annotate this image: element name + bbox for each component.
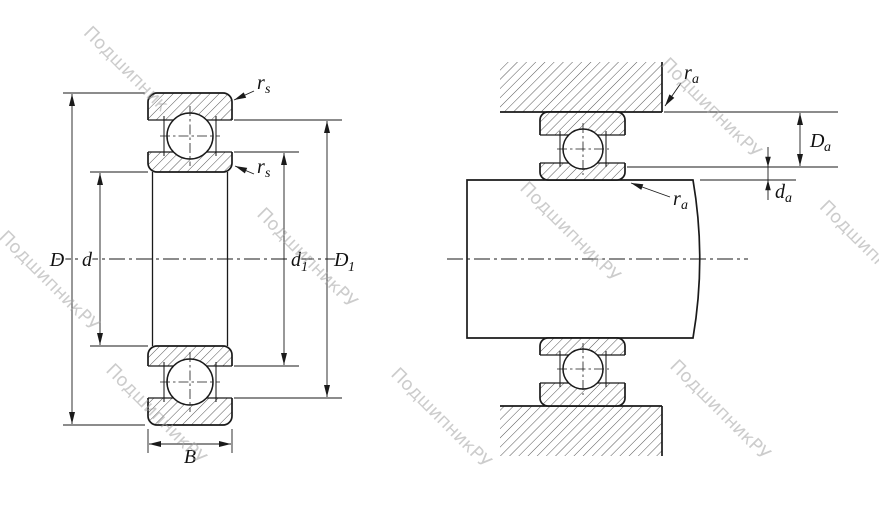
dim-d1: d 1 [234, 151, 309, 367]
dim-label-B: B [184, 446, 196, 468]
dim-label-ra-housing: r [684, 62, 692, 84]
dim-label-D1: D [333, 249, 349, 271]
dim-B: B [147, 429, 233, 470]
dim-label-ra-shaft-sub: a [681, 198, 688, 213]
leader-rs-outer: r s [233, 71, 272, 101]
dim-label-rs-inner: r [257, 156, 265, 178]
leader-ra-housing: r a [664, 61, 700, 107]
dim-label-rs-inner-sub: s [265, 166, 271, 181]
watermark-text: Подшипник [815, 196, 879, 290]
watermark-text: ПодшипникРУ [0, 227, 103, 336]
dim-label-D1-sub: 1 [348, 260, 355, 275]
dim-d: d [81, 171, 148, 347]
dim-label-rs-outer-sub: s [265, 82, 271, 97]
dim-D: D [47, 92, 145, 426]
right-view-mounted-section: r a r a D a d a [447, 61, 838, 456]
dim-D1: D 1 [234, 119, 356, 399]
dim-label-ra-shaft: r [673, 188, 681, 210]
dim-label-da-sub: a [785, 191, 792, 206]
dim-da: d a [700, 147, 796, 207]
watermark-text: ПодшипникРУ [656, 54, 765, 163]
dim-label-d: d [82, 249, 93, 271]
mounted-ring-section-bottom [539, 337, 626, 407]
mounted-ring-section-top [539, 111, 626, 181]
housing-bottom [500, 405, 663, 456]
left-view-bearing-section: D d d 1 D 1 B [47, 71, 356, 470]
watermark-text: Подшипник [79, 22, 173, 116]
dim-Da: D a [627, 111, 838, 168]
dim-label-Da: D [809, 130, 825, 152]
leader-rs-inner: r s [234, 155, 272, 182]
dim-label-da: d [775, 181, 786, 203]
housing-top [500, 62, 663, 113]
arrowhead [765, 156, 771, 167]
dim-label-d1-sub: 1 [301, 260, 308, 275]
ring-section-top [147, 92, 233, 173]
dim-label-ra-housing-sub: a [692, 72, 699, 87]
watermark-text: ПодшипникРУ [665, 356, 774, 465]
leader-ra-shaft: r a [630, 182, 689, 214]
dim-label-rs-outer: r [257, 72, 265, 94]
watermark-layer: Подшипник ПодшипникРУ ПодшипникРУ Подшип… [0, 22, 879, 472]
ring-section-bottom [147, 345, 233, 426]
dim-label-d1: d [291, 249, 302, 271]
arrowhead [765, 180, 771, 191]
dim-label-D: D [49, 249, 65, 271]
watermark-text: ПодшипникРУ [386, 364, 495, 473]
dim-label-Da-sub: a [824, 140, 831, 155]
